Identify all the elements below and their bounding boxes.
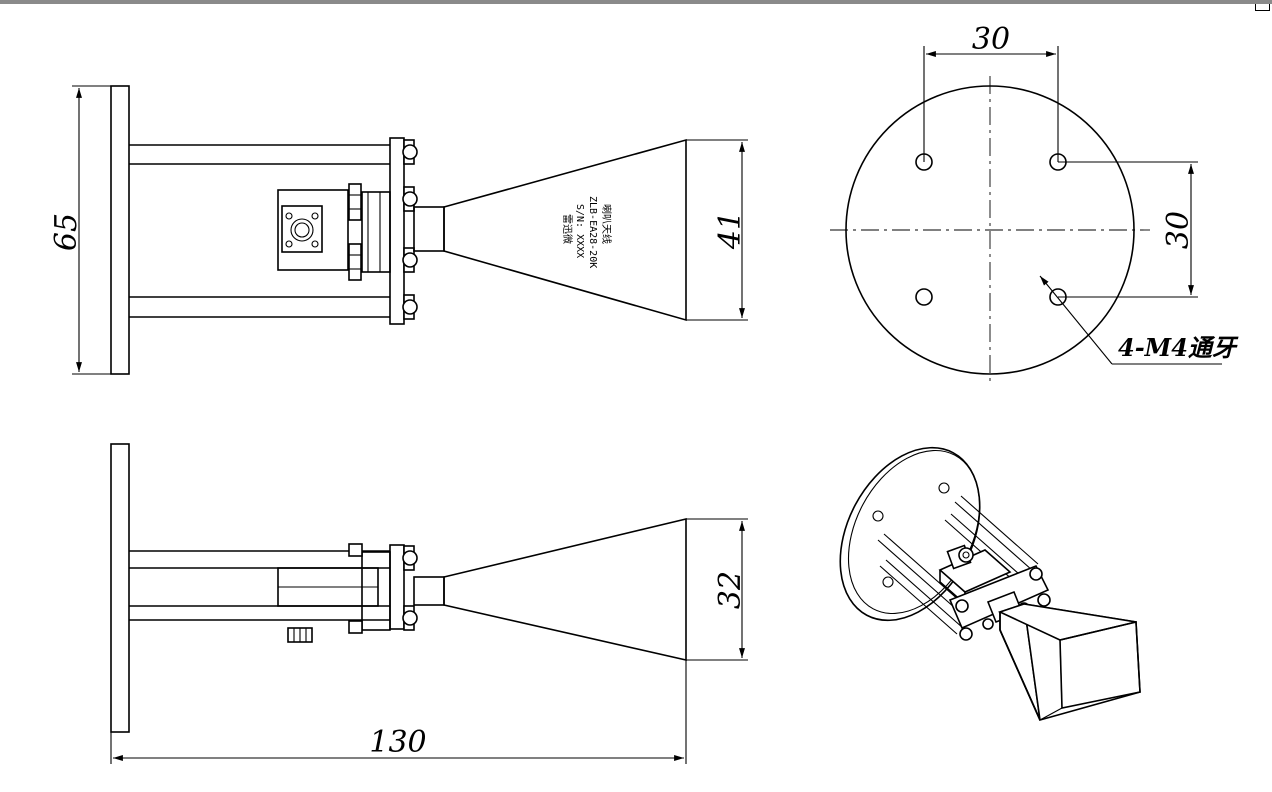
- isometric-view: [839, 446, 1141, 722]
- dim-overall-length: 130: [369, 725, 426, 760]
- horn-antenna-side: [443, 517, 687, 662]
- horn-marking: 喇叭天线 ZLB-EA28-20K S/N: XXXX 雷迅微: [561, 196, 613, 268]
- svg-text:喇叭天线: 喇叭天线: [600, 204, 613, 244]
- mounting-flange-side: [110, 443, 130, 733]
- mounting-flange: [110, 85, 130, 375]
- dim-horn-aperture-side: 32: [713, 571, 748, 609]
- window-corner-box: [1255, 4, 1270, 11]
- dim-horn-aperture-front: 41: [713, 211, 748, 250]
- svg-text:ZLB-EA28-20K: ZLB-EA28-20K: [587, 196, 598, 268]
- front-view: 喇叭天线 ZLB-EA28-20K S/N: XXXX 雷迅微 65 41: [49, 85, 748, 375]
- svg-text:雷迅微: 雷迅微: [561, 214, 574, 244]
- window-top-bar: [0, 0, 1272, 4]
- mounting-holes: [915, 153, 1067, 306]
- dim-hole-spacing-vertical: 30: [1161, 211, 1196, 249]
- iso-rods: [877, 495, 1039, 635]
- dim-flange-height: 65: [49, 213, 84, 251]
- svg-text:S/N: XXXX: S/N: XXXX: [574, 204, 585, 258]
- connector-block: [277, 189, 349, 271]
- dim-hole-spacing-horizontal: 30: [972, 22, 1010, 57]
- bolt-heads: [348, 139, 418, 320]
- side-view: 32 130: [110, 443, 748, 764]
- hole-callout: 4-M4通牙: [1118, 333, 1239, 362]
- flange-end-view: 30 30 4-M4通牙: [830, 22, 1239, 386]
